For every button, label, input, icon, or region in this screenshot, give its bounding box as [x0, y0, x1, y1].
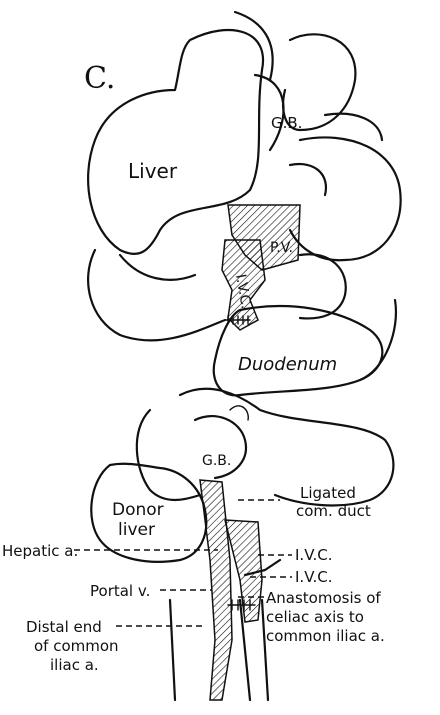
label-ivc-right-2: I.V.C.	[295, 568, 333, 586]
label-distal-end-2: of common	[34, 637, 119, 655]
label-distal-end-3: iliac a.	[50, 656, 99, 674]
label-duodenum: Duodenum	[238, 354, 337, 375]
label-ivc-right-1: I.V.C.	[295, 546, 333, 564]
lower-vessels	[170, 480, 280, 700]
label-hepatic-a: Hepatic a.	[2, 542, 78, 560]
label-portal-v: Portal v.	[90, 582, 150, 600]
label-donor-liver-2: liver	[118, 520, 155, 540]
label-anastomosis-3: common iliac a.	[266, 627, 385, 645]
label-liver: Liver	[128, 159, 178, 183]
label-gb-upper: G.B.	[271, 114, 302, 132]
label-anastomosis-1: Anastomosis of	[266, 589, 381, 607]
label-donor-liver-1: Donor	[112, 500, 164, 520]
label-anastomosis-2: celiac axis to	[266, 608, 364, 626]
label-pv: P.V.	[270, 240, 293, 256]
label-gb-lower: G.B.	[202, 453, 231, 469]
label-ligated-duct-1: Ligated	[300, 484, 356, 502]
label-distal-end-1: Distal end	[26, 618, 102, 636]
panel-letter: C.	[84, 61, 115, 96]
label-ligated-duct-2: com. duct	[296, 502, 371, 520]
duodenum	[137, 300, 396, 505]
